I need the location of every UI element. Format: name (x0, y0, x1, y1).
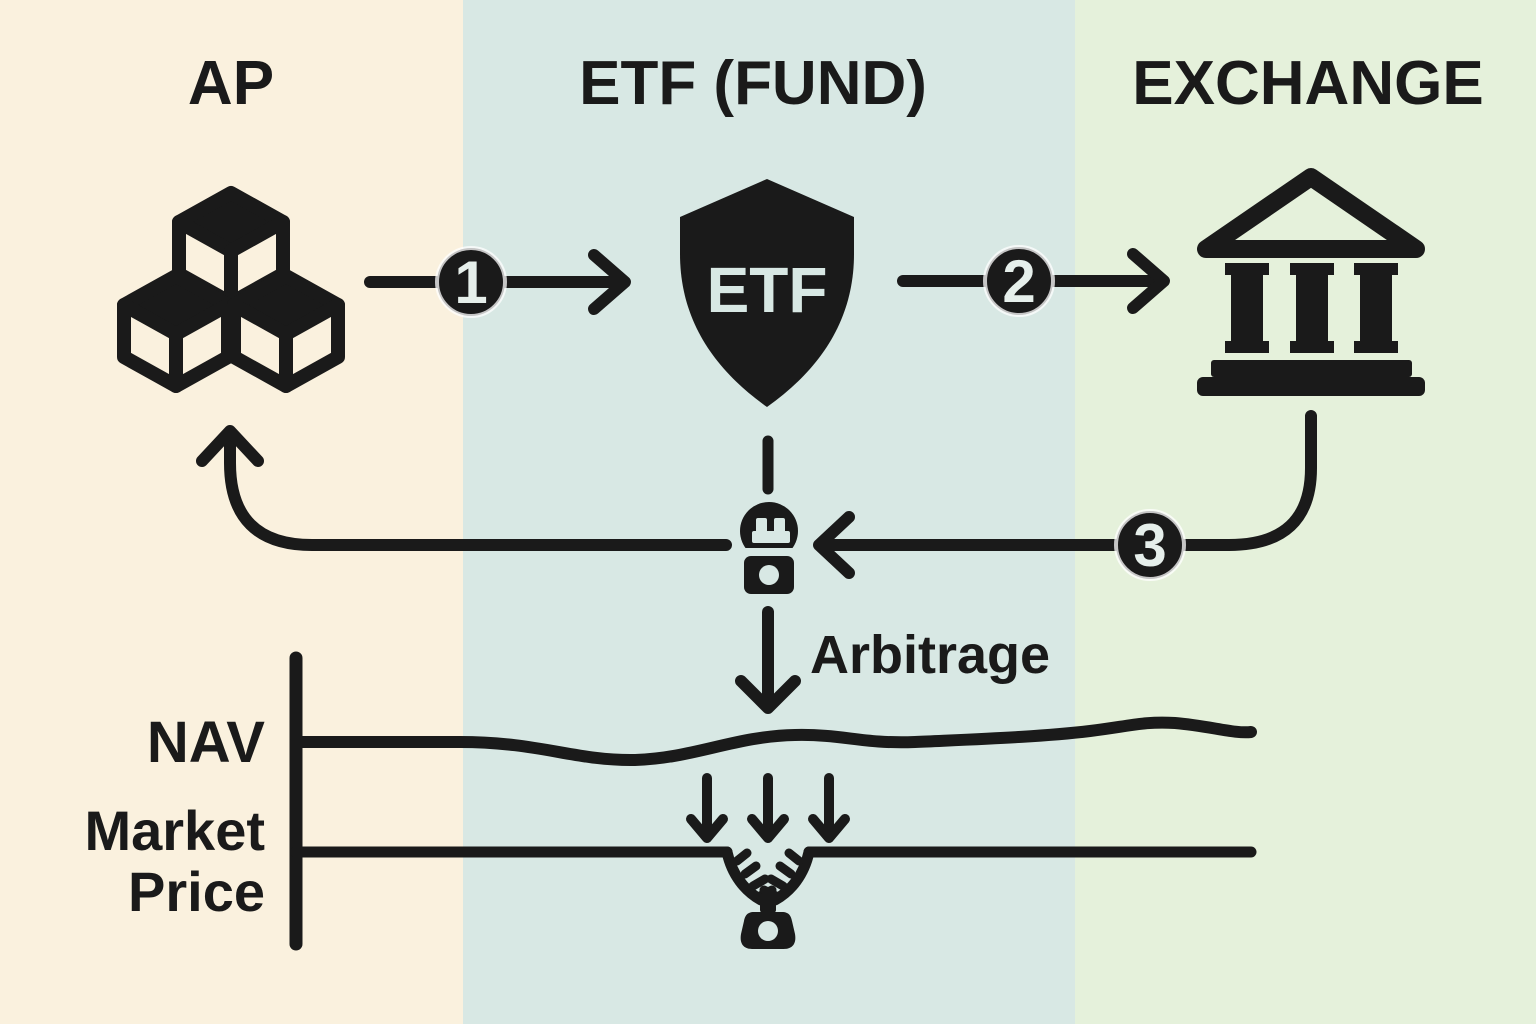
bank-column-base (1225, 341, 1269, 353)
step2-badge (983, 245, 1055, 317)
arrow-head-down-icon (735, 675, 801, 714)
zipper-pull-icon (740, 502, 798, 594)
zipper-slot-cutout (752, 531, 790, 543)
bank-columns (1225, 263, 1398, 353)
bank-column-base (1354, 341, 1398, 353)
small-arrow-head-down-icon (747, 814, 789, 843)
step1-number: 1 (454, 249, 487, 316)
zipper-tooth (732, 848, 752, 866)
zipper-slot-cutout (774, 518, 785, 533)
bank-column-shaft (1360, 263, 1392, 353)
zipper-tooth (748, 874, 770, 891)
nav-line (290, 716, 1257, 767)
return-arrow-to-ap (196, 425, 732, 551)
convergence-arrows (686, 773, 850, 843)
arrow-head-right-icon (1127, 248, 1170, 314)
shield-label: ETF (707, 254, 828, 326)
step3-number: 3 (1133, 512, 1166, 579)
market-price-label-line2: Price (128, 860, 265, 923)
zipper-convergence-icon (721, 846, 815, 949)
cubes-icon (117, 186, 345, 393)
zipper-tooth (784, 848, 804, 866)
nav-label: NAV (147, 710, 265, 775)
bank-step-upper (1211, 360, 1412, 377)
price-convergence-chart: NAV Market Price (84, 651, 1257, 951)
arbitrage-arrow (735, 606, 801, 714)
zipper-tab-hole (759, 565, 779, 585)
bank-column-shaft (1231, 263, 1263, 353)
shield-shape (680, 179, 854, 407)
etf-fund-header: ETF (FUND) (579, 49, 927, 118)
zipper-neck (760, 897, 776, 913)
zipper-tooth (766, 874, 788, 891)
step1-badge (435, 246, 507, 318)
zipper-slider-gap (740, 548, 798, 556)
ap-header: AP (188, 49, 274, 118)
arbitrage-label: Arbitrage (810, 625, 1050, 685)
shield-icon: ETF (680, 179, 854, 407)
small-arrow-head-down-icon (808, 814, 850, 843)
bank-step-lower (1197, 377, 1425, 396)
market-price-label-line1: Market (84, 799, 265, 862)
cube-face-side (279, 298, 345, 393)
flow-arrow-step2: 2 (897, 245, 1170, 317)
step3-badge (1114, 509, 1186, 581)
zipper-slot-cutout (756, 518, 767, 533)
arrow-head-up-icon (196, 425, 264, 467)
bank-column-shaft (1296, 263, 1328, 353)
arrow-head-left-icon (813, 511, 855, 579)
zipper-pull-hole (758, 921, 778, 941)
bank-pediment (1197, 168, 1425, 258)
exchange-header: EXCHANGE (1132, 49, 1483, 118)
bank-column-base (1290, 341, 1334, 353)
arrow-head-right-icon (588, 249, 631, 315)
zipper-tooth (775, 861, 796, 879)
flow-arrow-step1: 1 (364, 246, 631, 318)
zipper-tooth (759, 885, 781, 901)
zipper-tooth (740, 861, 761, 879)
bank-icon (1197, 168, 1425, 396)
step2-number: 2 (1002, 248, 1035, 315)
arrow-curve (224, 428, 732, 551)
arrow-curve (826, 410, 1317, 551)
small-arrow-head-down-icon (686, 814, 728, 843)
flow-arrow-step3: 3 (813, 410, 1317, 581)
